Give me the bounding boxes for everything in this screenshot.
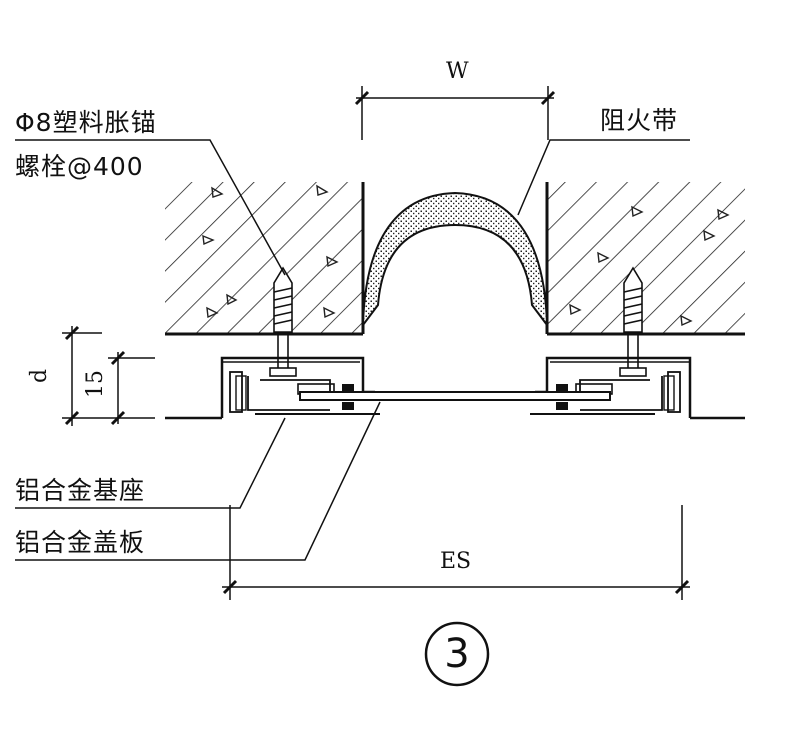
anchor-bolt-label-line1: Φ8塑料胀锚 [15, 108, 157, 137]
fire-strip-leader [517, 139, 690, 216]
right-concrete-slab [545, 182, 745, 336]
depth-label: d [27, 368, 53, 384]
fire-strip-label: 阻火带 [600, 106, 679, 135]
depth-dimension-line [62, 325, 155, 426]
anchor-bolt-leader [15, 139, 286, 276]
overall-span-label: ES [440, 549, 472, 574]
overall-span-dimension-line [222, 505, 690, 600]
anchor-bolt-label-line2: 螺栓@400 [15, 152, 144, 181]
gap-width-label: W [446, 59, 469, 84]
aluminum-base-leader [15, 417, 286, 509]
right-aluminum-base [530, 356, 692, 418]
aluminum-base-label: 铝合金基座 [15, 476, 146, 505]
left-anchor-bolt [269, 266, 297, 377]
aluminum-cover-plate [299, 391, 611, 401]
leader-lines [15, 139, 690, 561]
fifteen-label: 15 [83, 370, 108, 398]
cover-plate-label: 铝合金盖板 [15, 528, 146, 557]
left-aluminum-base [220, 356, 380, 418]
gap-width-dimension-line [354, 86, 556, 140]
detail-number-circle [424, 621, 490, 687]
fire-barrier-strip [361, 191, 549, 329]
detail-number: 3 [444, 631, 470, 677]
right-anchor-bolt [619, 266, 647, 377]
left-concrete-slab [165, 182, 365, 336]
cover-plate-leader [15, 401, 381, 561]
